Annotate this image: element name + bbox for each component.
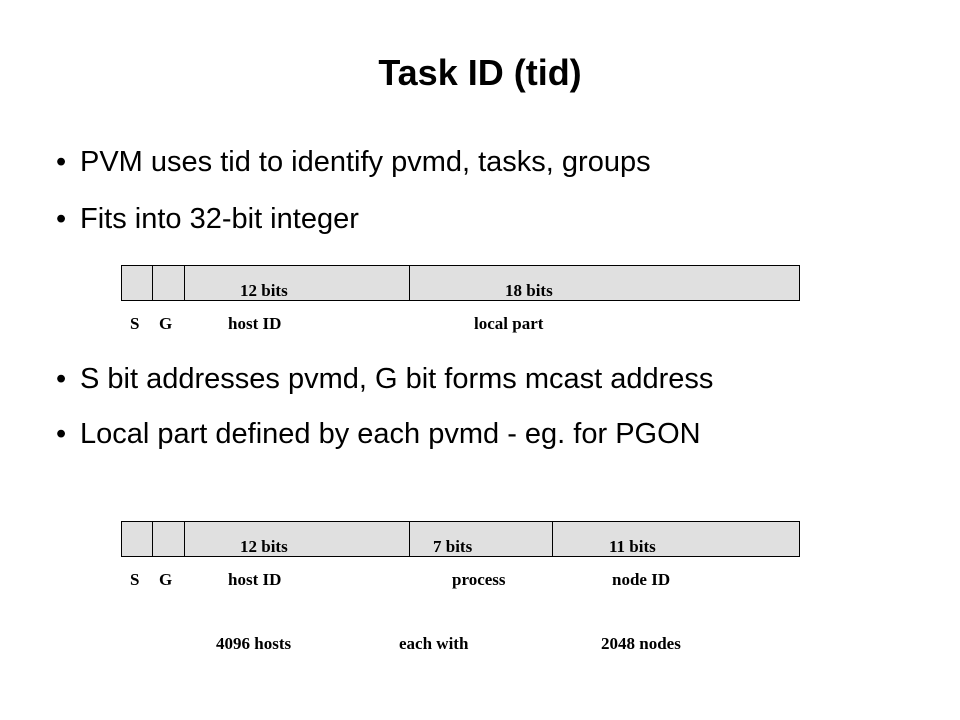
each-with-note: each with [399,634,469,653]
g-bit-cell [153,266,185,300]
host-id-label: host ID [228,570,282,589]
s-field-label: S [130,314,140,333]
bullet-item: • Local part defined by each pvmd - eg. f… [56,418,701,451]
g-field-label: G [159,570,173,589]
bullet-item: • Fits into 32-bit integer [56,203,359,236]
s-field-label: S [130,570,140,589]
node-width-label: 11 bits [609,537,656,556]
s-bit-cell [122,266,153,300]
bullet-text: S bit addresses pvmd, G bit forms mcast … [80,363,714,395]
node-id-cell [553,522,799,556]
pgon-layout-box [121,521,800,557]
g-field-label: G [159,314,173,333]
node-id-label: node ID [612,570,671,589]
bullet-dot: • [56,363,67,395]
tid-layout-box [121,265,800,301]
bullet-item: • PVM uses tid to identify pvmd, tasks, g… [56,146,651,179]
process-cell [410,522,553,556]
g-bit-cell [153,522,185,556]
bullet-dot: • [56,146,67,178]
host-width-label: 12 bits [240,281,288,300]
bullet-item: • S bit addresses pvmd, G bit forms mcast… [56,363,713,396]
s-bit-cell [122,522,153,556]
process-width-label: 7 bits [433,537,473,556]
host-width-label: 12 bits [240,537,288,556]
bullet-dot: • [56,203,67,235]
slide-title: Task ID (tid) [378,52,582,93]
hosts-count-note: 4096 hosts [216,634,292,653]
bullet-dot: • [56,418,67,450]
local-width-label: 18 bits [505,281,553,300]
bullet-text: PVM uses tid to identify pvmd, tasks, gr… [80,146,651,178]
process-label: process [452,570,506,589]
host-id-label: host ID [228,314,282,333]
local-part-cell [410,266,799,300]
bullet-text: Local part defined by each pvmd - eg. fo… [80,418,701,450]
host-id-cell [185,266,410,300]
host-id-cell [185,522,410,556]
nodes-count-note: 2048 nodes [601,634,681,653]
bullet-text: Fits into 32-bit integer [80,203,359,235]
local-part-label: local part [474,314,544,333]
